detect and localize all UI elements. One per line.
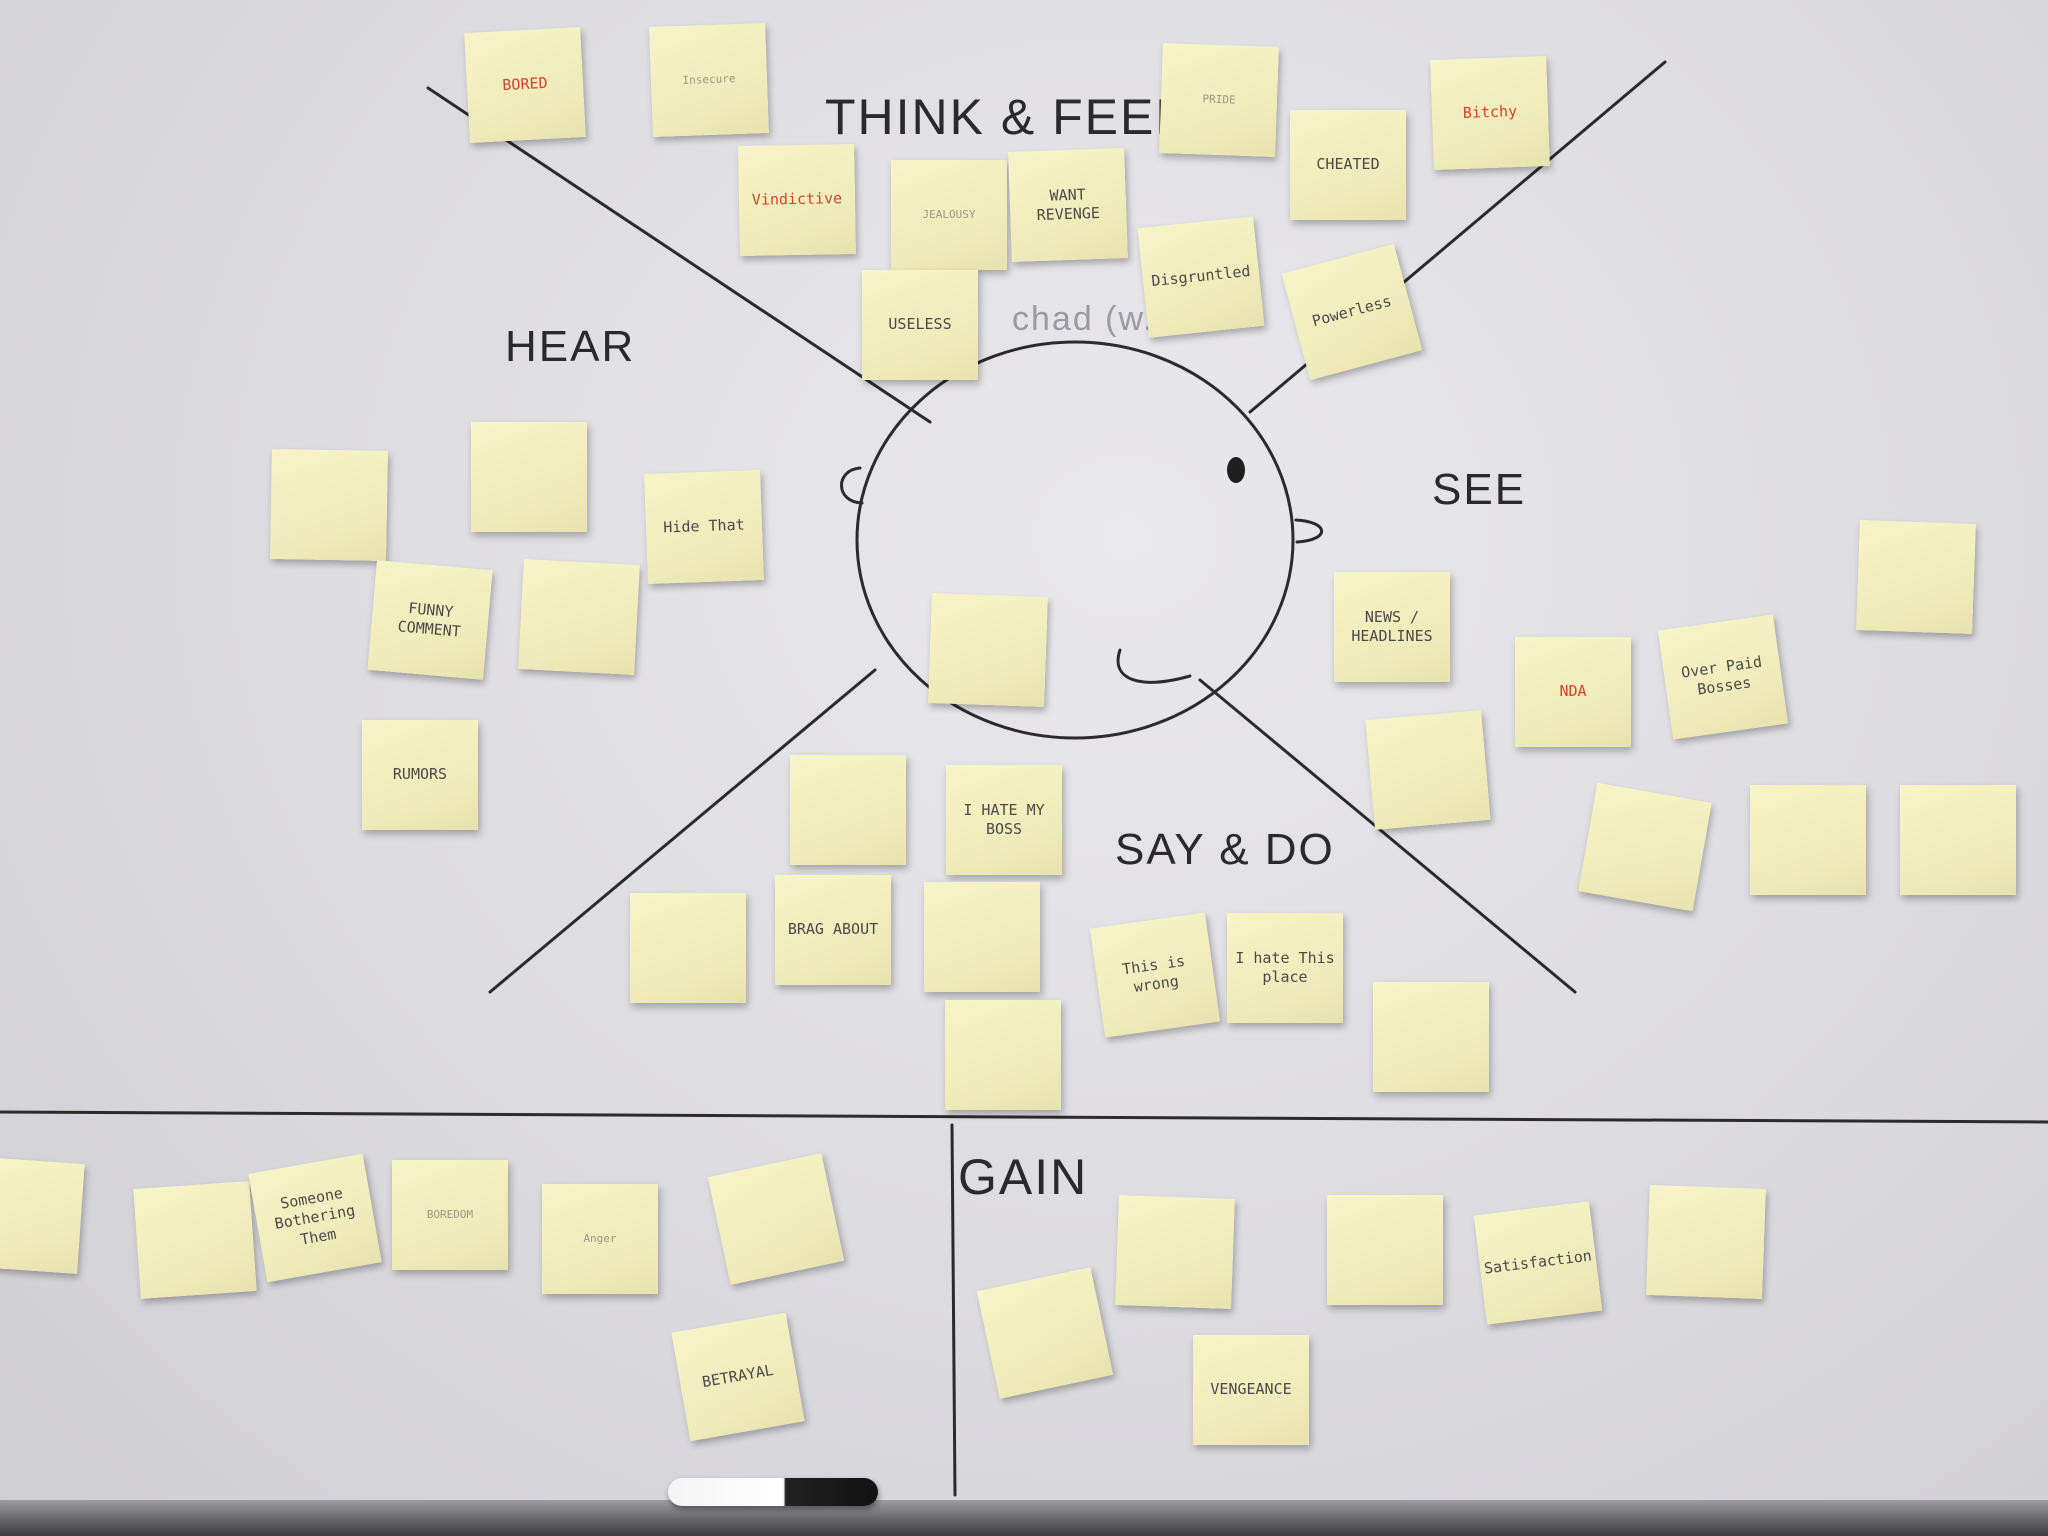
label-think-feel: THINK & FEEL (825, 88, 1185, 146)
sticky-note: JEALOUSY (891, 160, 1007, 270)
sticky-note (928, 593, 1048, 707)
label-see: SEE (1432, 465, 1526, 515)
sticky-note (1327, 1195, 1443, 1305)
sticky-note: NDA (1515, 637, 1631, 747)
sticky-note: Over Paid Bosses (1658, 614, 1788, 739)
sticky-note (1578, 783, 1711, 911)
sticky-note (0, 1156, 85, 1274)
sticky-note: Hide That (644, 470, 764, 584)
sticky-note (790, 755, 906, 865)
sticky-note (1115, 1195, 1235, 1309)
sticky-note: Disgruntled (1138, 216, 1265, 338)
sticky-note: RUMORS (362, 720, 478, 830)
sticky-note: USELESS (862, 270, 978, 380)
sticky-note (1373, 982, 1489, 1092)
sticky-note: BORED (464, 27, 586, 143)
sticky-note (1646, 1185, 1766, 1299)
sticky-note: NEWS / HEADLINES (1334, 572, 1450, 682)
sticky-note (630, 893, 746, 1003)
head-eye (1227, 457, 1245, 483)
bottom-divider (0, 1112, 2048, 1122)
sticky-note (518, 559, 640, 675)
sticky-note: FUNNY COMMENT (367, 560, 492, 680)
sticky-note (924, 882, 1040, 992)
sticky-note: PRIDE (1159, 43, 1279, 157)
sticky-note: BOREDOM (392, 1160, 508, 1270)
sticky-note: Bitchy (1430, 56, 1550, 170)
sticky-note (1900, 785, 2016, 895)
sticky-note: BETRAYAL (671, 1313, 804, 1441)
sticky-note: CHEATED (1290, 110, 1406, 220)
head-ear-left (841, 468, 862, 503)
sticky-note (945, 1000, 1061, 1110)
sticky-note: I HATE MY BOSS (946, 765, 1062, 875)
sticky-note (133, 1181, 256, 1299)
sticky-note: This is wrong (1090, 912, 1220, 1037)
marker-pen (668, 1478, 878, 1506)
label-say-do: SAY & DO (1115, 825, 1335, 875)
sticky-note (1750, 785, 1866, 895)
sticky-note: Vindictive (738, 144, 856, 256)
sticky-note: Satisfaction (1474, 1201, 1603, 1324)
head-outline (857, 342, 1293, 738)
sticky-note: WANT REVENGE (1008, 148, 1128, 262)
whiteboard-tray (0, 1500, 2048, 1536)
head-mouth (1118, 650, 1190, 682)
sticky-note (471, 422, 587, 532)
label-gain: GAIN (958, 1148, 1088, 1206)
sticky-note: Anger (542, 1184, 658, 1294)
sticky-note: VENGEANCE (1193, 1335, 1309, 1445)
sticky-note: BRAG ABOUT (775, 875, 891, 985)
sticky-note (1856, 520, 1976, 634)
sticky-note (1365, 710, 1490, 830)
label-hear: HEAR (505, 322, 635, 372)
sticky-note (270, 449, 388, 561)
gain-divider (952, 1125, 955, 1495)
sticky-note: I hate This place (1227, 913, 1343, 1023)
head-ear-right (1296, 520, 1322, 542)
sticky-note: Someone Bothering Them (248, 1154, 381, 1282)
sticky-note: Insecure (649, 23, 769, 137)
